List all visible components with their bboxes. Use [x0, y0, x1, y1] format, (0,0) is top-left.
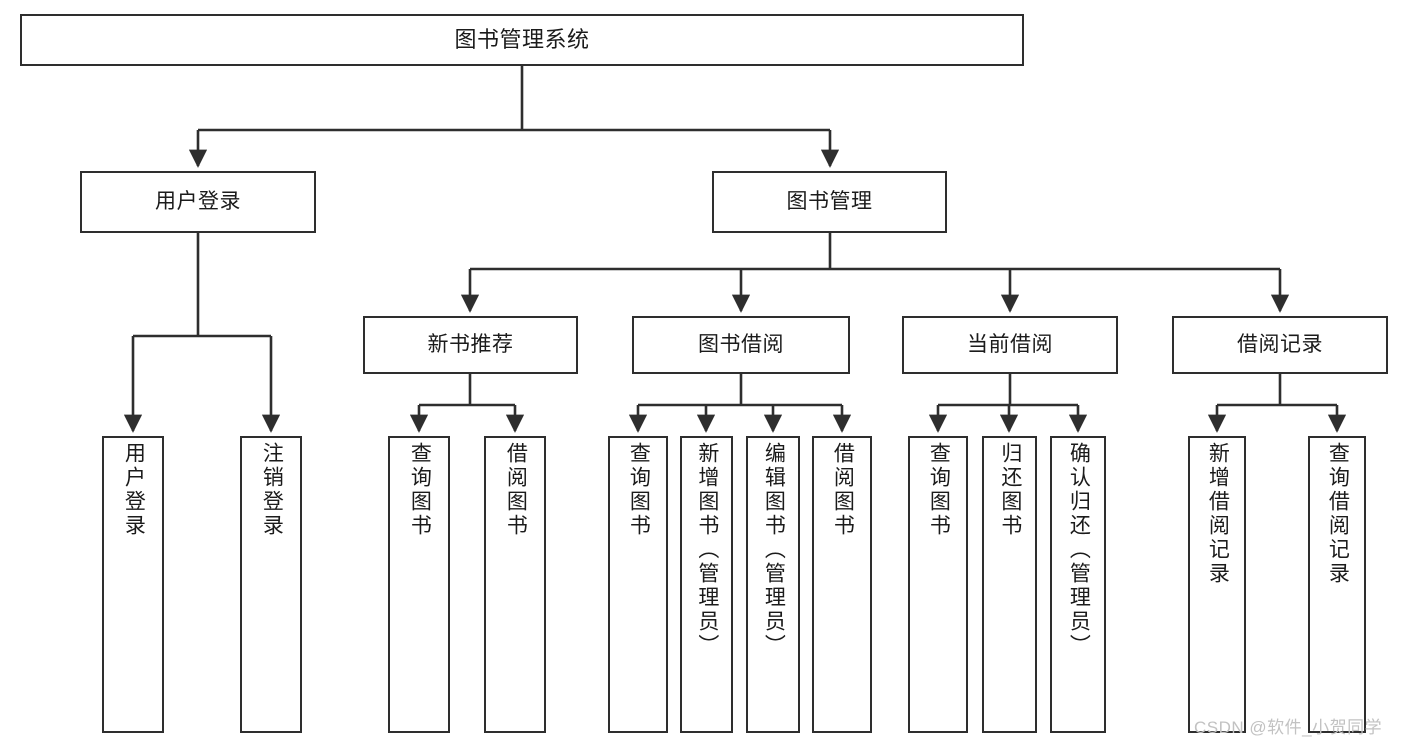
node-leaf-query-book-current[interactable]: 查询图书: [908, 436, 968, 733]
node-leaf-user-login-label: 用户登录: [122, 442, 146, 538]
node-leaf-edit-book-label: 编辑图书（管理员）: [762, 442, 786, 658]
node-book-manage-label: 图书管理: [786, 190, 873, 214]
node-leaf-borrow-book-rec[interactable]: 借阅图书: [484, 436, 546, 733]
node-leaf-query-book-borrow-label: 查询图书: [627, 442, 651, 538]
node-leaf-user-logout[interactable]: 注销登录: [240, 436, 302, 733]
node-current-borrow-label: 当前借阅: [967, 333, 1053, 357]
node-book-manage[interactable]: 图书管理: [712, 171, 947, 233]
node-leaf-edit-book[interactable]: 编辑图书（管理员）: [746, 436, 800, 733]
node-leaf-add-record[interactable]: 新增借阅记录: [1188, 436, 1246, 733]
node-root-label: 图书管理系统: [454, 26, 590, 52]
node-leaf-query-book-current-label: 查询图书: [927, 442, 951, 538]
node-borrow-record-label: 借阅记录: [1237, 333, 1323, 357]
node-leaf-add-record-label: 新增借阅记录: [1206, 442, 1230, 586]
node-leaf-user-logout-label: 注销登录: [260, 442, 284, 538]
node-leaf-query-book-rec-label: 查询图书: [408, 442, 432, 538]
node-leaf-user-login[interactable]: 用户登录: [102, 436, 164, 733]
node-leaf-return-book-label: 归还图书: [998, 442, 1022, 538]
node-current-borrow[interactable]: 当前借阅: [902, 316, 1118, 374]
node-leaf-query-record-label: 查询借阅记录: [1326, 442, 1350, 586]
node-leaf-query-book-borrow[interactable]: 查询图书: [608, 436, 668, 733]
node-leaf-borrow-book-label: 借阅图书: [831, 442, 855, 538]
node-leaf-confirm-return-label: 确认归还（管理员）: [1067, 442, 1091, 658]
node-borrow-record[interactable]: 借阅记录: [1172, 316, 1388, 374]
node-leaf-borrow-book[interactable]: 借阅图书: [812, 436, 872, 733]
node-user-login-label: 用户登录: [155, 190, 241, 214]
node-new-book-rec[interactable]: 新书推荐: [363, 316, 578, 374]
node-user-login[interactable]: 用户登录: [80, 171, 316, 233]
node-leaf-confirm-return[interactable]: 确认归还（管理员）: [1050, 436, 1106, 733]
node-book-borrow-label: 图书借阅: [698, 333, 784, 357]
node-leaf-add-book-label: 新增图书（管理员）: [695, 442, 719, 658]
node-new-book-rec-label: 新书推荐: [427, 333, 514, 357]
node-leaf-borrow-book-rec-label: 借阅图书: [504, 442, 528, 538]
node-leaf-query-book-rec[interactable]: 查询图书: [388, 436, 450, 733]
node-root-system[interactable]: 图书管理系统: [20, 14, 1024, 66]
node-book-borrow[interactable]: 图书借阅: [632, 316, 850, 374]
node-leaf-return-book[interactable]: 归还图书: [982, 436, 1037, 733]
node-leaf-query-record[interactable]: 查询借阅记录: [1308, 436, 1366, 733]
node-leaf-add-book[interactable]: 新增图书（管理员）: [680, 436, 733, 733]
